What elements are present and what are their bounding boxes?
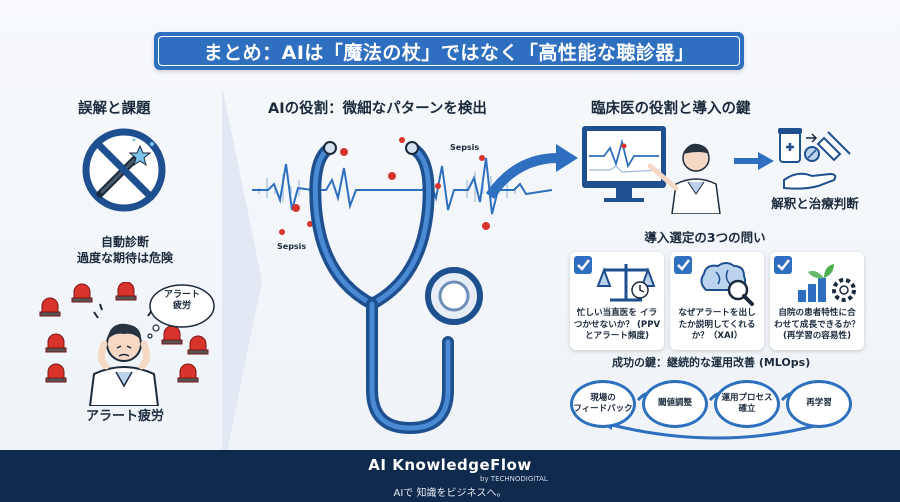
banner-title: まとめ：AIは「魔法の杖」ではなく「高性能な聴診器」 xyxy=(203,41,695,64)
flow-arrow-icon xyxy=(486,144,578,199)
alert-fatigue-caption: アラート疲労 xyxy=(85,409,164,424)
footer-brand: AI KnowledgeFlow xyxy=(368,456,532,474)
treatment-medicine-icon xyxy=(778,128,851,190)
summary-banner: まとめ：AIは「魔法の杖」ではなく「高性能な聴診器」 xyxy=(154,32,744,70)
growth-chart-icon xyxy=(798,264,856,302)
alarm-light-icon xyxy=(39,282,209,383)
cycle-step-line-2: フィードバック xyxy=(573,404,633,414)
balance-scale-icon xyxy=(596,264,656,302)
questions-title: 導入選定の3つの問い xyxy=(644,230,766,245)
sepsis-label-top: Sepsis xyxy=(450,143,480,152)
question-text: 忙しい当直医を イラつかせないか？ (PPVとアラート頻度) xyxy=(573,308,661,342)
question-card: 忙しい当直医を イラつかせないか？ (PPVとアラート頻度) xyxy=(570,252,664,350)
bubble-line-2: 疲労 xyxy=(172,301,191,312)
vital-sign-waveform xyxy=(252,157,552,215)
middle-column-title: AIの役割：微細なパターンを検出 xyxy=(268,101,487,117)
cycle-step-line-1: 現場の xyxy=(590,392,616,403)
footer-bar: AI KnowledgeFlow by TECHNODIGITAL AIで 知識… xyxy=(0,450,900,502)
cycle-step: 現場のフィードバック xyxy=(570,380,636,428)
alert-fatigue-illustration xyxy=(39,282,215,406)
right-column-title: 臨床医の役割と導入の鍵 xyxy=(591,101,751,117)
cycle-title: 成功の鍵：継続的な運用改善 (MLOps) xyxy=(612,356,811,369)
question-card: 自院の患者特性に合 わせて成長できるか？ (再学習の容易性) xyxy=(770,252,864,350)
cycle-step: 閾値調整 xyxy=(642,380,708,428)
stethoscope-icon xyxy=(309,142,435,311)
cycle-step-line-1: 運用プロセス xyxy=(721,392,773,403)
question-text: なぜアラートを出し たか説明してくれる か？（XAI） xyxy=(678,308,756,342)
footer-tagline: AIで 知識をビジネスへ。 xyxy=(393,488,507,499)
cycle-step-line-1: 再学習 xyxy=(806,398,832,409)
clinician-monitor-illustration xyxy=(582,126,721,214)
question-text: 自院の患者特性に合 わせて成長できるか？ (再学習の容易性) xyxy=(774,308,860,342)
fatigue-thought-bubble xyxy=(149,284,215,328)
footer-by: by TECHNODIGITAL xyxy=(480,475,548,483)
judgement-caption: 解釈と治療判断 xyxy=(771,196,859,211)
sepsis-virus-icon xyxy=(279,137,490,235)
clinician-icon xyxy=(647,143,721,214)
brain-magnifier-icon xyxy=(700,262,754,306)
cycle-step: 運用プロセス確立 xyxy=(714,380,780,428)
cycle-step-line-2: 確立 xyxy=(738,404,756,414)
question-card: なぜアラートを出し たか説明してくれる か？（XAI） xyxy=(670,252,764,350)
no-magic-wand-icon xyxy=(82,128,166,212)
data-dots-pattern xyxy=(258,172,516,202)
checkbox-checked-icon xyxy=(774,256,792,274)
judgement-arrow-icon xyxy=(734,152,774,170)
section-divider-chevron xyxy=(222,86,262,476)
checkbox-checked-icon xyxy=(574,256,592,274)
checkbox-checked-icon xyxy=(674,256,692,274)
no-magic-caption: 自動診断 過度な期待は危険 xyxy=(40,234,210,266)
cycle-step: 再学習 xyxy=(786,380,852,428)
ai-stethoscope-illustration xyxy=(252,137,552,435)
cycle-step-line-1: 閾値調整 xyxy=(657,398,692,409)
thought-bubble-text: アラート 疲労 xyxy=(152,290,212,313)
left-column-title: 誤解と課題 xyxy=(78,101,151,117)
bubble-line-1: アラート xyxy=(163,290,200,300)
sepsis-label-left: Sepsis xyxy=(277,242,307,251)
no-magic-line-1: 自動診断 xyxy=(100,235,149,249)
no-magic-line-2: 過度な期待は危険 xyxy=(76,251,173,266)
stressed-doctor-icon xyxy=(88,303,160,406)
summary-banner-frame: まとめ：AIは「魔法の杖」ではなく「高性能な聴診器」 xyxy=(158,36,740,66)
